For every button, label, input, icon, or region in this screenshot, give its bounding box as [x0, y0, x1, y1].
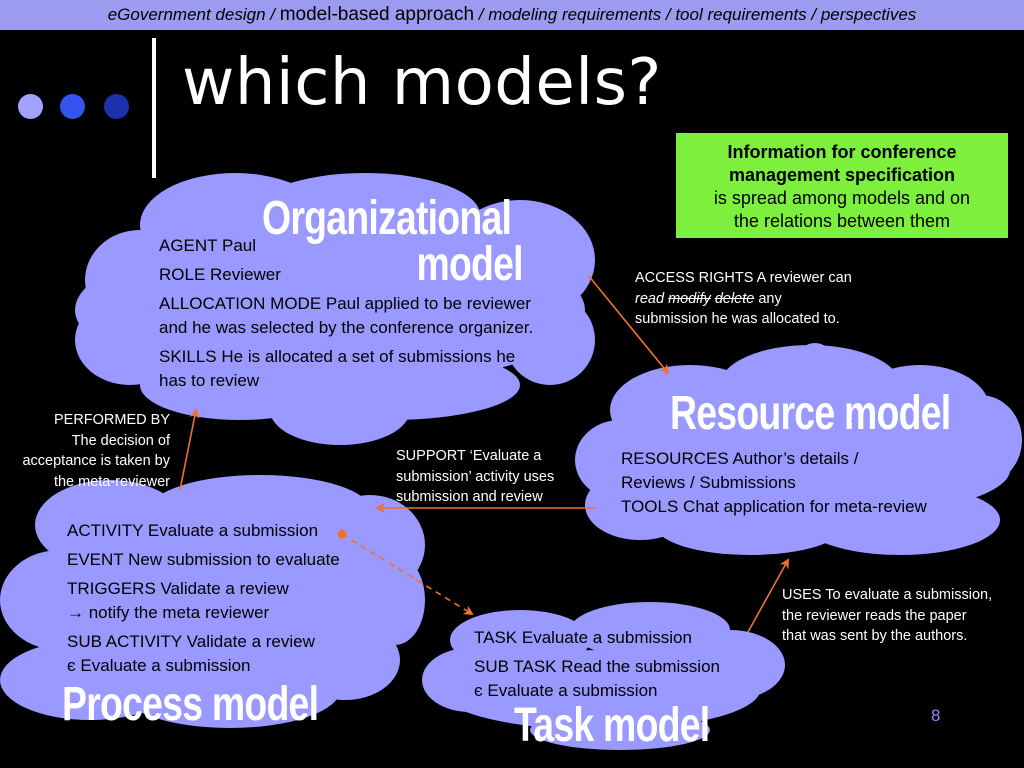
support-label: SUPPORT ‘Evaluate a submission’ activity…: [396, 446, 554, 508]
item-key: RESOURCES: [621, 449, 729, 468]
item-value: є Evaluate a submission: [474, 681, 658, 700]
info-line3: is spread among models and on: [713, 188, 971, 208]
relation-text: A reviewer can: [753, 270, 852, 286]
task-model-heading: Task model: [514, 699, 710, 752]
item-key: TRIGGERS: [67, 579, 156, 598]
heading-line1: Organizational: [262, 192, 512, 245]
arrow-icon: [587, 274, 670, 375]
task-cloud: [422, 602, 785, 750]
relation-text: The decision of: [71, 432, 170, 449]
organizational-model-heading: Organizational model: [262, 192, 524, 291]
title-divider: [152, 38, 156, 178]
heading-line2: model: [416, 238, 523, 291]
relation-text: submission and review: [396, 489, 543, 505]
breadcrumb-rest[interactable]: / modeling requirements / tool requireme…: [474, 5, 917, 24]
dot-decoration-icon: [104, 94, 129, 119]
item-key: EVENT: [67, 550, 124, 569]
dot-decoration-icon: [18, 94, 43, 119]
info-line4: the relations between them: [733, 211, 951, 231]
relation-text: To evaluate a submission,: [821, 587, 993, 603]
resource-model-heading: Resource model: [670, 387, 951, 440]
organizational-cloud: [75, 173, 595, 445]
relation-text: any: [754, 290, 782, 307]
item-value: Chat application for meta-review: [678, 497, 927, 516]
info-line1: Information for conference: [727, 142, 957, 162]
relation-text: the meta-reviewer: [53, 473, 170, 490]
relation-text: acceptance is taken by: [22, 453, 170, 469]
item-value: Evaluate a submission: [143, 521, 319, 540]
item-key: SUB ACTIVITY: [67, 632, 182, 651]
item-value: Evaluate a submission: [517, 628, 692, 647]
breadcrumb: eGovernment design / model-based approac…: [0, 4, 1024, 26]
item-value: Author’s details /: [728, 449, 859, 468]
item-value: Reviews / Submissions: [621, 473, 796, 492]
page-number: 8: [931, 706, 941, 725]
item-value: → notify the meta reviewer: [67, 603, 270, 622]
item-value: has to review: [159, 371, 260, 390]
relation-text: submission’ activity uses: [396, 468, 555, 485]
item-value: Paul: [217, 236, 257, 255]
process-model-text: ACTIVITY Evaluate a submission EVENT New…: [67, 519, 340, 678]
resource-cloud: [575, 343, 1022, 555]
item-key: TOOLS: [621, 497, 679, 516]
item-key: SKILLS: [159, 347, 217, 366]
organizational-model-text: AGENT Paul ROLE Reviewer ALLOCATION MODE…: [159, 234, 533, 393]
item-value: New submission to evaluate: [123, 550, 340, 569]
item-value: є Evaluate a submission: [67, 656, 251, 675]
dot-decoration-icon: [60, 94, 85, 119]
arrow-origin-dot: [337, 529, 347, 539]
relation-text: the reviewer reads the paper: [782, 607, 967, 624]
relation-text: modify: [668, 290, 711, 307]
relation-text: submission he was allocated to.: [635, 311, 840, 327]
item-key: ROLE: [159, 265, 206, 284]
relation-text: ‘Evaluate a: [465, 448, 542, 464]
item-key: TASK: [474, 628, 518, 647]
relation-text: delete: [714, 290, 755, 307]
item-key: ALLOCATION MODE: [159, 294, 322, 313]
relation-key: ACCESS RIGHTS: [635, 270, 754, 286]
performed-by-label: PERFORMED BY The decision of acceptance …: [0, 410, 170, 492]
page-title: which models?: [182, 46, 662, 120]
item-value: Read the submission: [556, 657, 720, 676]
process-model-heading: Process model: [62, 678, 319, 731]
relation-key: PERFORMED BY: [53, 412, 170, 428]
item-key: SUB TASK: [474, 657, 557, 676]
uses-label: USES To evaluate a submission, the revie…: [782, 585, 992, 647]
resource-model-text: RESOURCES Author’s details / Reviews / S…: [621, 447, 927, 519]
item-value: Reviewer: [205, 265, 281, 284]
header-bar: [0, 0, 1024, 30]
item-key: AGENT: [159, 236, 218, 255]
task-model-text: TASK Evaluate a submission SUB TASK Read…: [474, 626, 720, 703]
item-value: Validate a review: [181, 632, 315, 651]
item-value: Validate a review: [155, 579, 289, 598]
arrow-icon: [179, 408, 200, 491]
relation-text: read: [635, 290, 665, 307]
item-value: and he was selected by the conference or…: [159, 318, 534, 337]
breadcrumb-separator: /: [265, 5, 280, 24]
info-line2: management specification: [728, 165, 956, 185]
info-box: Information for conference management sp…: [676, 133, 1008, 238]
breadcrumb-current[interactable]: model-based approach: [279, 4, 475, 25]
breadcrumb-egovernment[interactable]: eGovernment design: [107, 5, 266, 24]
item-value: Paul applied to be reviewer: [321, 294, 531, 313]
process-cloud: [0, 475, 425, 728]
relation-key: USES: [782, 587, 822, 603]
relation-key: SUPPORT: [396, 448, 466, 464]
access-rights-label: ACCESS RIGHTS A reviewer can read modify…: [635, 268, 852, 330]
relation-text: that was sent by the authors.: [782, 628, 968, 644]
arrow-icon: [747, 558, 789, 633]
item-key: ACTIVITY: [67, 521, 144, 540]
item-value: He is allocated a set of submissions he: [216, 347, 516, 366]
arrow-icon: [341, 533, 474, 616]
